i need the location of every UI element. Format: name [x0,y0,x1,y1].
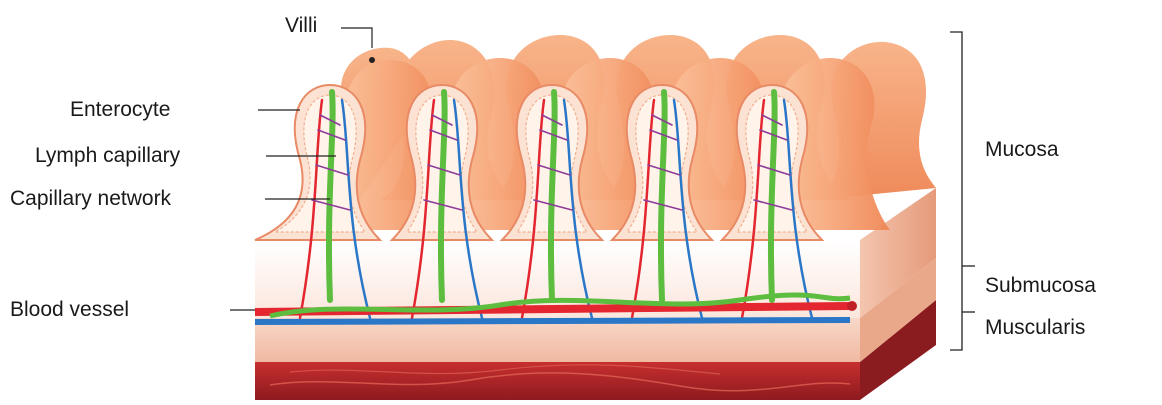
capillary-network-label: Capillary network [10,187,171,211]
muscularis-label: Muscularis [985,316,1085,340]
mucosa-label: Mucosa [985,138,1059,162]
blood-vessel-label: Blood vessel [10,298,129,322]
layer-brackets [950,32,975,350]
lymph-capillary-label: Lymph capillary [35,144,180,168]
submucosa-label: Submucosa [985,274,1096,298]
villi-label: Villi [285,14,317,38]
enterocyte-label: Enterocyte [70,98,170,122]
